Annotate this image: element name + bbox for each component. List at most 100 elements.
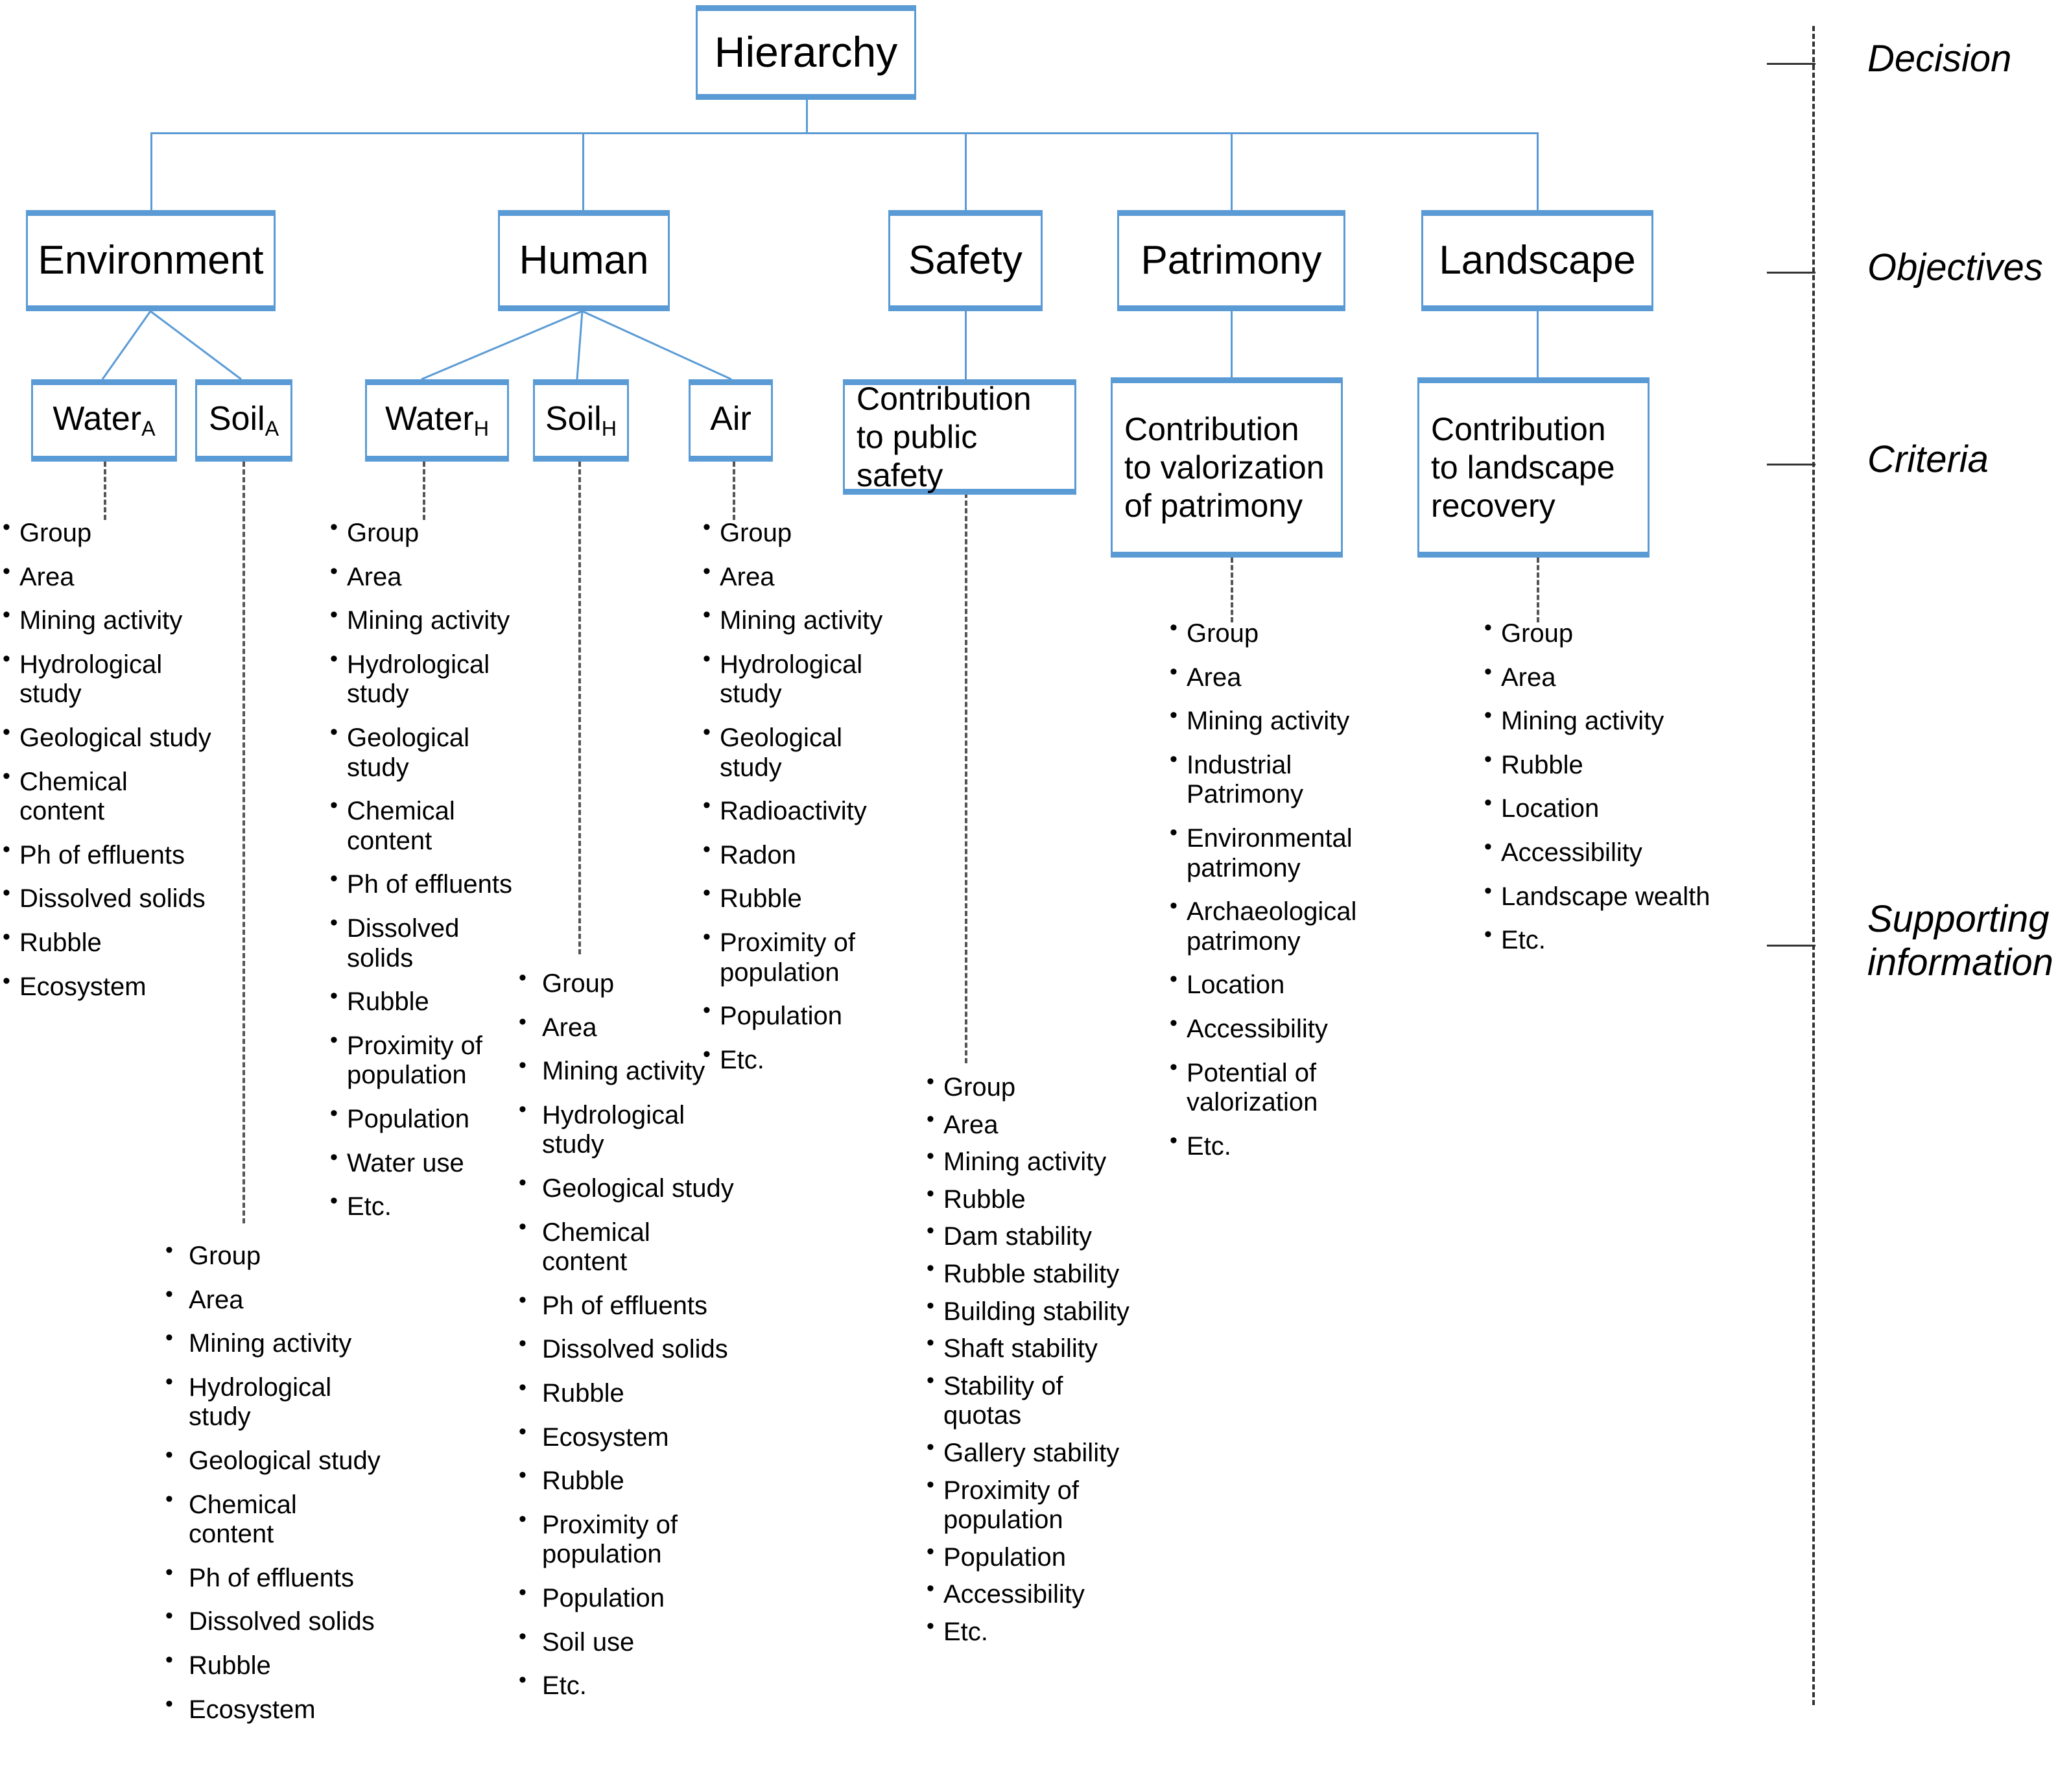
list-item: Group [1167,617,1407,649]
list-item: Hydrological study [327,648,515,709]
node-patrimony[interactable]: Patrimony [1117,210,1345,311]
list-item: Hydrological study [0,648,256,709]
list-item: Area [327,560,515,593]
node-valorization-label: Contribution to valorization of patrimon… [1124,410,1325,524]
list-water-a: GroupAreaMining activityHydrological stu… [0,516,256,1016]
node-soil-a[interactable]: SoilA [195,379,292,462]
list-item: Area [1167,661,1407,693]
node-air-label: Air [710,400,751,438]
legend-tick-supporting [1767,945,1816,947]
list-item: Area [700,560,888,593]
list-item: Hydrological study [159,1371,418,1432]
node-public-safety-label: Contribution to public safety [857,380,1032,493]
list-item: Soil use [512,1625,772,1658]
edge-landscape-to-criterion [1537,311,1539,379]
list-item: Etc. [924,1615,1170,1647]
node-soil-h[interactable]: SoilH [533,379,629,462]
node-hierarchy[interactable]: Hierarchy [696,5,916,100]
list-item: Rubble [700,882,888,914]
edge-environment-children [101,310,732,381]
edge-drop-landscape [1537,132,1539,210]
list-item: Rubble [0,926,256,958]
list-item: Ph of effluents [327,867,515,900]
list-item: Proximity of population [512,1508,772,1570]
node-air[interactable]: Air [689,379,773,462]
legend-tick-decision [1767,63,1816,65]
list-item: Geological study [0,721,256,753]
node-patrimony-label: Patrimony [1141,238,1322,283]
list-item: Geological study [327,721,515,783]
list-item: Dam stability [924,1220,1170,1252]
list-item: Rubble [159,1649,418,1681]
list-item: Dissolved solids [512,1332,772,1365]
node-human-label: Human [519,238,649,283]
list-item: Ph of effluents [159,1561,418,1594]
dashed-landscape [1537,558,1539,622]
list-item: Building stability [924,1295,1170,1327]
list-item: Rubble [1482,748,1741,781]
list-item: Accessibility [924,1577,1170,1610]
node-water-h-label: WaterH [384,400,490,441]
edge-drop-safety [965,132,967,210]
list-item: Mining activity [1167,704,1407,737]
node-soil-h-label: SoilH [545,400,617,441]
list-item: Proximity of population [327,1029,515,1091]
list-item: Population [924,1540,1170,1573]
list-item: Radon [700,838,888,871]
list-item: Group [1482,617,1741,649]
legend-label-supporting: Supporting information [1867,898,2053,984]
dashed-water-h [423,462,425,520]
node-water-h[interactable]: WaterH [365,379,509,462]
list-item: Group [512,967,772,999]
list-item: Chemical content [512,1216,772,1277]
list-item: Group [700,516,888,548]
node-human[interactable]: Human [498,210,670,311]
list-patrimony: GroupAreaMining activityIndustrial Patri… [1167,617,1407,1175]
list-item: Area [159,1283,418,1315]
dashed-water-a [104,462,106,520]
edge-drop-environment [150,132,152,210]
node-safety[interactable]: Safety [888,210,1043,311]
node-hierarchy-label: Hierarchy [714,28,898,77]
list-item: Geological study [700,721,888,783]
list-item: Group [327,516,515,548]
list-item: Rubble stability [924,1257,1170,1290]
legend-tick-criteria [1767,464,1816,466]
list-item: Mining activity [0,604,256,636]
list-item: Population [327,1102,515,1135]
node-environment-label: Environment [38,238,264,283]
list-item: Industrial Patrimony [1167,748,1407,810]
node-landscape[interactable]: Landscape [1421,210,1653,311]
list-item: Group [0,516,256,548]
list-soil-h: GroupAreaMining activityHydrological stu… [512,967,772,1715]
list-item: Geological study [512,1172,772,1204]
list-item: Ecosystem [512,1421,772,1453]
list-item: Dissolved solids [159,1605,418,1637]
edge-objectives-bus [150,132,1537,134]
legend-label-decision: Decision [1867,38,2012,80]
node-landscape-label: Landscape [1439,238,1636,283]
edge-drop-patrimony [1231,132,1233,210]
list-item: Mining activity [924,1145,1170,1177]
node-public-safety[interactable]: Contribution to public safety [843,379,1076,495]
legend-tick-objectives [1767,272,1816,274]
edge-patrimony-to-criterion [1231,311,1233,379]
edge-safety-to-criterion [965,311,967,379]
legend-label-criteria: Criteria [1867,438,1989,480]
edge-drop-human [582,132,584,210]
list-item: Radioactivity [700,794,888,827]
node-water-a[interactable]: WaterA [31,379,177,462]
list-item: Etc. [700,1043,888,1076]
list-item: Proximity of population [924,1474,1170,1535]
node-landscape-recovery[interactable]: Contribution to landscape recovery [1417,377,1650,558]
node-landscape-recovery-label: Contribution to landscape recovery [1431,410,1615,524]
node-valorization[interactable]: Contribution to valorization of patrimon… [1111,377,1343,558]
list-item: Etc. [1482,923,1741,956]
list-public-safety: GroupAreaMining activityRubbleDam stabil… [924,1070,1170,1655]
list-item: Rubble [512,1376,772,1409]
list-item: Location [1482,792,1741,824]
node-environment[interactable]: Environment [26,210,276,311]
list-item: Etc. [512,1669,772,1701]
list-item: Accessibility [1482,836,1741,868]
